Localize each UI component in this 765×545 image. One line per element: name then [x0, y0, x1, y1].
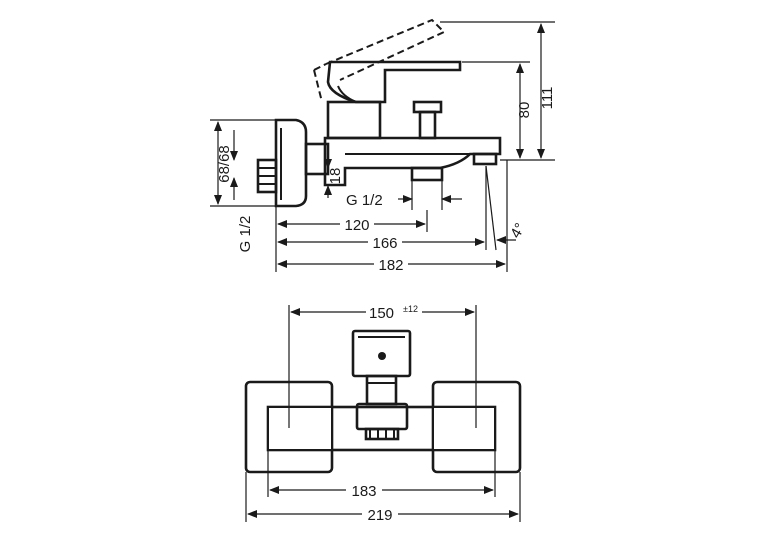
- spout-front: [355, 402, 409, 441]
- dim-150-label: 150: [369, 305, 394, 322]
- dim-182-label: 182: [378, 257, 403, 274]
- s-connector: [256, 142, 330, 194]
- dim-219-label: 219: [367, 507, 392, 524]
- dim-18-label: 18: [327, 168, 344, 185]
- dim-120: 120: [277, 216, 426, 234]
- dim-120-label: 120: [344, 217, 369, 234]
- dim-angle-label: 4°: [507, 220, 529, 241]
- diverter-knob: [412, 100, 443, 140]
- dim-68-label: 68/68: [216, 145, 233, 183]
- dim-angle: 4°: [496, 220, 529, 244]
- dim-111: 111: [440, 21, 556, 161]
- cartridge-body: [326, 100, 382, 140]
- dim-183: 183: [267, 450, 496, 500]
- dim-182: 182: [277, 256, 506, 274]
- lever-front: [351, 329, 412, 378]
- dim-68: 68/68: [210, 119, 276, 207]
- spout-body: [323, 136, 502, 187]
- dim-219: 219: [245, 472, 521, 524]
- cartridge-stem: [365, 374, 398, 406]
- lever-raised-outline: [313, 18, 446, 103]
- left-flange: [244, 380, 334, 474]
- indicator-dot: [378, 352, 386, 360]
- dim-166-label: 166: [372, 235, 397, 252]
- thread-outlet-label: G 1/2: [346, 192, 383, 209]
- dim-80: 80: [462, 61, 533, 159]
- dim-150-tolerance: ±12: [403, 304, 418, 314]
- thread-inlet-label: G 1/2: [237, 216, 254, 253]
- front-view: 150 ±12 183 219: [244, 302, 522, 524]
- dim-183-label: 183: [351, 483, 376, 500]
- dim-111-label: 111: [539, 87, 556, 110]
- lever: [326, 60, 462, 104]
- dim-166: 166: [277, 234, 485, 252]
- dim-18: 18: [324, 156, 344, 198]
- side-view: 111 80 68/68 G 1/2 18: [210, 18, 556, 274]
- dim-80-label: 80: [516, 102, 533, 119]
- right-flange: [431, 380, 522, 474]
- escutcheon: [274, 118, 308, 208]
- dim-150: 150 ±12: [288, 302, 477, 428]
- dim-thread-outlet: G 1/2: [346, 180, 462, 210]
